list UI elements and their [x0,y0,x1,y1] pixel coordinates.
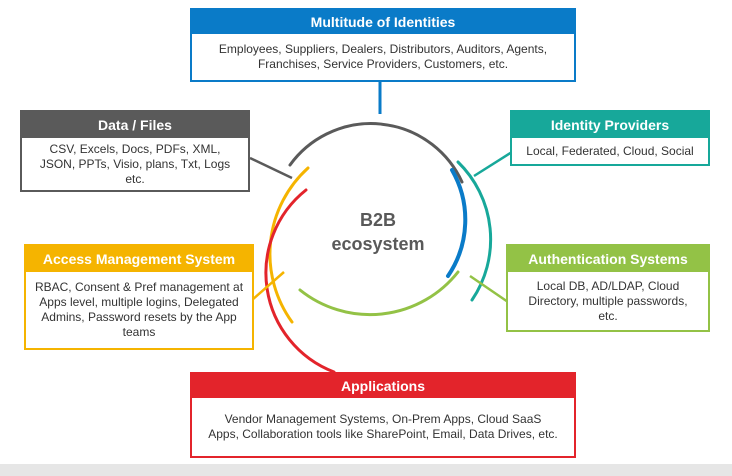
card-authentication-header: Authentication Systems [508,246,708,272]
card-identity-providers-body: Local, Federated, Cloud, Social [512,138,708,164]
card-data-files: Data / Files CSV, Excels, Docs, PDFs, XM… [20,110,250,192]
card-authentication-title: Authentication Systems [528,251,688,267]
card-applications-header: Applications [192,374,574,398]
card-authentication: Authentication Systems Local DB, AD/LDAP… [506,244,710,332]
connector-access-management [251,271,285,301]
card-access-management-text: RBAC, Consent & Pref management at Apps … [34,280,244,339]
connector-identity-providers [473,150,513,178]
card-applications-title: Applications [340,378,425,394]
card-access-management-header: Access Management System [26,246,252,272]
card-identities-text: Employees, Suppliers, Dealers, Distribut… [218,42,548,71]
card-identity-providers-title: Identity Providers [550,117,670,133]
arc-access-management [268,166,310,324]
card-identities-header: Multitude of Identities [192,10,574,34]
card-identities-title: Multitude of Identities [310,14,456,30]
card-access-management-body: RBAC, Consent & Pref management at Apps … [26,272,252,348]
card-authentication-body: Local DB, AD/LDAP, Cloud Directory, mult… [508,272,708,330]
bottom-strip [0,464,732,476]
card-data-files-text: CSV, Excels, Docs, PDFs, XML, JSON, PPTs… [39,141,231,186]
card-identity-providers-header: Identity Providers [512,112,708,138]
card-authentication-text: Local DB, AD/LDAP, Cloud Directory, mult… [528,278,688,323]
arc-applications [264,188,336,374]
card-access-management-title: Access Management System [42,251,236,267]
card-applications-body: Vendor Management Systems, On-Prem Apps,… [192,398,574,456]
card-identity-providers-text: Local, Federated, Cloud, Social [526,143,694,158]
arc-authentication [298,270,460,317]
card-data-files-header: Data / Files [22,112,248,138]
connector-data-files [249,156,293,180]
center-line-1: B2B [359,210,396,230]
card-applications-text: Vendor Management Systems, On-Prem Apps,… [208,412,558,441]
connector-authentication [469,274,509,304]
card-applications: Applications Vendor Management Systems, … [190,372,576,458]
center-label: B2B ecosystem [320,200,436,264]
card-identities: Multitude of Identities Employees, Suppl… [190,8,576,82]
center-line-2: ecosystem [331,234,425,254]
card-identity-providers: Identity Providers Local, Federated, Clo… [510,110,710,166]
card-data-files-body: CSV, Excels, Docs, PDFs, XML, JSON, PPTs… [22,138,248,190]
arc-identities [446,168,468,278]
arc-data-files [288,122,464,184]
card-access-management: Access Management System RBAC, Consent &… [24,244,254,350]
card-data-files-title: Data / Files [98,117,172,133]
card-identities-body: Employees, Suppliers, Dealers, Distribut… [192,34,574,80]
